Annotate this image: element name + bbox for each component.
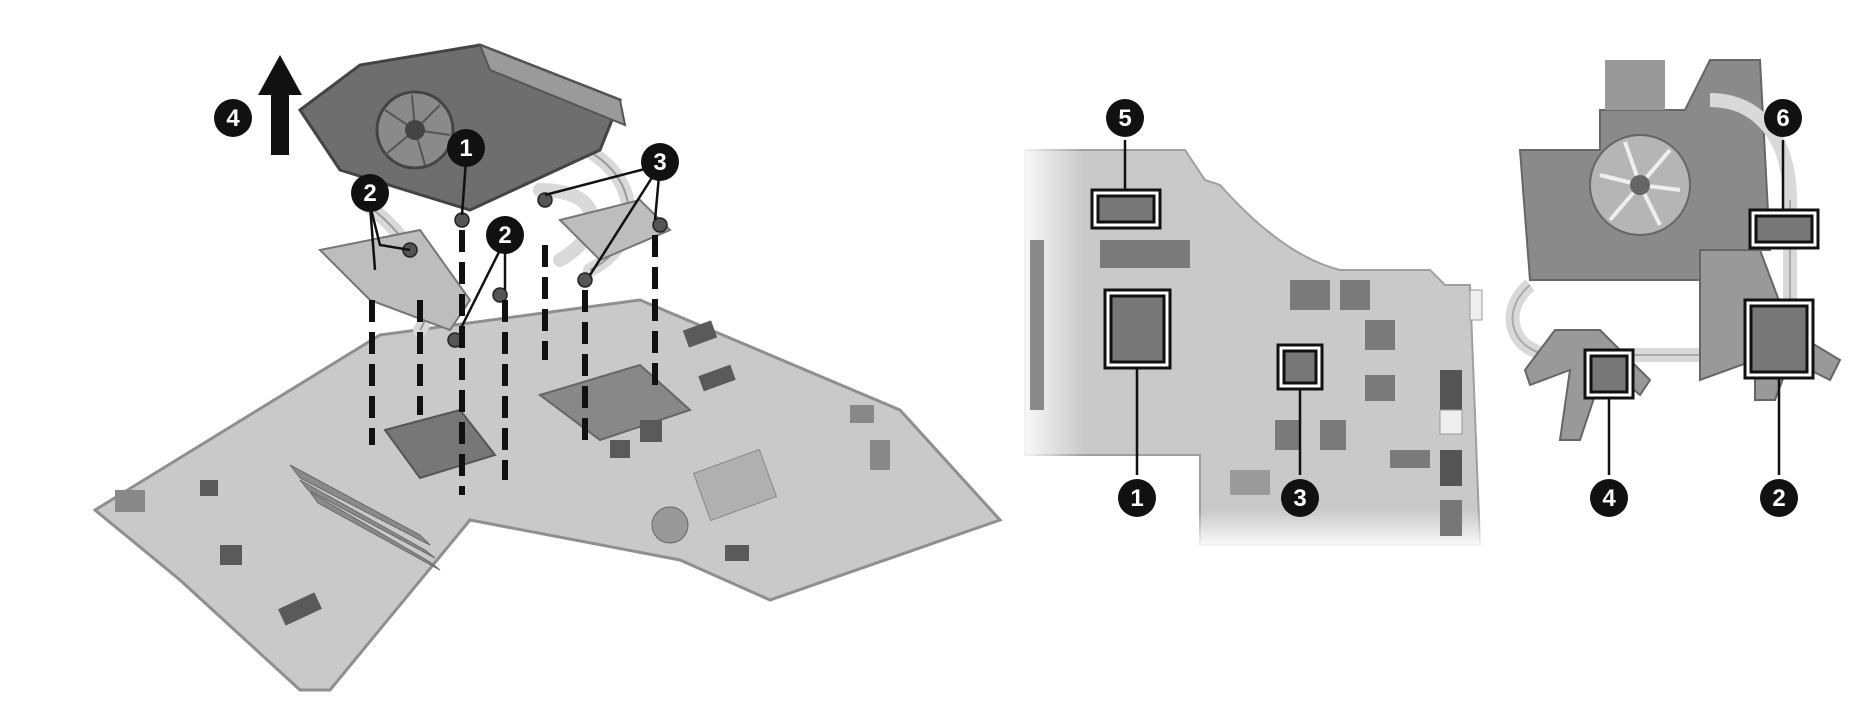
- thermal-pad-6: [1748, 208, 1820, 250]
- board-components-top-view: [1100, 240, 1483, 536]
- right-illustration: [1015, 59, 1842, 550]
- leader-lines: [368, 159, 662, 331]
- callout-label: 3: [653, 149, 666, 176]
- callout-c2a: 2: [351, 174, 389, 212]
- callout-label: 2: [1772, 485, 1785, 512]
- callout-r1: 1: [1118, 479, 1156, 517]
- callout-label: 1: [459, 135, 472, 162]
- processor-socket: [383, 408, 497, 480]
- callout-r2: 2: [1760, 479, 1798, 517]
- callout-label: 4: [1602, 485, 1616, 512]
- leader-lines-right: [1123, 140, 1785, 475]
- thermal-pad-1: [1103, 288, 1172, 370]
- fan-fins: [478, 43, 627, 127]
- callout-r6: 6: [1764, 99, 1802, 137]
- board-components: [115, 320, 890, 626]
- callout-label: 6: [1776, 105, 1789, 132]
- callout-label: 5: [1118, 105, 1131, 132]
- memory-slots: [289, 464, 441, 571]
- callout-label: 3: [1293, 485, 1306, 512]
- arrow-up-icon: [258, 55, 302, 155]
- callout-label: 2: [363, 180, 376, 207]
- system-board: [92, 298, 1003, 692]
- fan-housing: [297, 43, 622, 212]
- thermal-pad-5: [1090, 188, 1162, 230]
- callout-c2b: 2: [486, 216, 524, 254]
- callout-c3: 3: [641, 143, 679, 181]
- thermal-pad-2: [1743, 298, 1815, 380]
- callout-label: 1: [1130, 485, 1143, 512]
- callout-r5: 5: [1106, 99, 1144, 137]
- callout-layer: 1 2 2 3 4 5 1 3 6 4 2: [214, 99, 1802, 517]
- callout-r4: 4: [1590, 479, 1628, 517]
- left-illustration: [92, 43, 1003, 692]
- callout-label: 4: [226, 105, 240, 132]
- heatsink-bracket: [317, 228, 472, 332]
- memory-slot-top-view: [1030, 240, 1044, 410]
- callout-label: 2: [498, 222, 511, 249]
- heatsink-screws: [402, 192, 668, 348]
- callout-c4: 4: [214, 99, 252, 137]
- callout-c1: 1: [447, 129, 485, 167]
- alignment-lines: [369, 230, 658, 495]
- thermal-pad-3: [1276, 343, 1324, 391]
- callout-r3: 3: [1281, 479, 1319, 517]
- heatsink-plate-right: [558, 198, 672, 262]
- thermal-pad-4: [1583, 348, 1635, 400]
